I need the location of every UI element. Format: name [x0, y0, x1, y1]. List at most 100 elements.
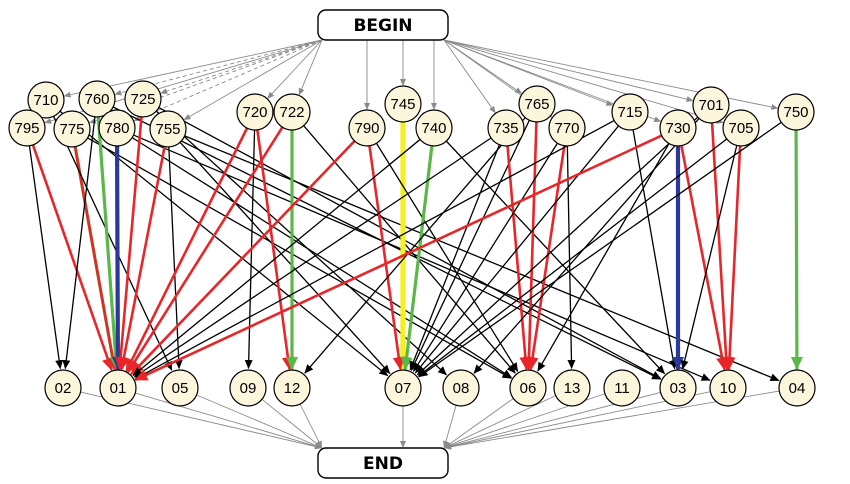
node-750: 750	[777, 93, 815, 131]
edge-705-10	[723, 144, 742, 371]
node-12: 12	[273, 369, 311, 407]
edge-740-01	[132, 138, 421, 376]
begin-label: BEGIN	[353, 16, 412, 36]
node-01: 01	[99, 369, 137, 407]
node-label-06: 06	[520, 380, 537, 397]
edge-705-07	[418, 138, 728, 377]
node-label-12: 12	[284, 380, 301, 397]
node-label-720: 720	[242, 104, 267, 121]
edge-775-01	[73, 145, 119, 371]
node-710: 710	[27, 81, 65, 119]
edge-755-07	[179, 141, 391, 374]
edge-720-01	[125, 126, 249, 372]
node-790: 790	[348, 109, 386, 147]
node-720: 720	[236, 93, 274, 131]
edge-730-10	[680, 144, 729, 371]
node-745: 745	[384, 85, 422, 123]
edge-795-01	[31, 143, 114, 372]
node-label-722: 722	[279, 104, 304, 121]
end-edge-12	[299, 403, 323, 448]
node-715: 715	[611, 93, 649, 131]
edge-750-04	[790, 128, 803, 371]
node-03: 03	[659, 369, 697, 407]
begin-edge-722	[298, 39, 323, 96]
begin-edge-701	[443, 39, 694, 103]
edge-722-06	[303, 125, 516, 374]
node-701: 701	[692, 86, 730, 124]
edge-701-10	[710, 121, 733, 371]
node-760: 760	[78, 80, 116, 118]
edge-715-03	[632, 129, 678, 370]
begin-node: BEGIN	[317, 9, 449, 41]
edge-715-07	[415, 125, 620, 374]
node-label-03: 03	[670, 380, 687, 397]
node-765: 765	[518, 85, 556, 123]
begin-edge-780	[133, 39, 323, 121]
node-07: 07	[384, 369, 422, 407]
node-775: 775	[53, 110, 91, 148]
edge-705-03	[680, 144, 738, 370]
edge-780-06	[131, 136, 512, 378]
end-edge-13	[443, 395, 556, 448]
edge-710-05	[52, 115, 173, 371]
node-722: 722	[273, 93, 311, 131]
edge-795-02	[28, 145, 64, 370]
edge-790-07	[368, 144, 405, 371]
end-edge-01	[135, 392, 323, 449]
node-label-760: 760	[84, 91, 109, 108]
edge-770-07	[413, 142, 559, 372]
edge-790-06	[375, 142, 519, 372]
node-label-770: 770	[554, 120, 579, 137]
node-725: 725	[124, 80, 162, 118]
edge-765-12	[304, 116, 526, 374]
edge-725-03	[158, 106, 662, 380]
edge-780-01	[111, 143, 124, 371]
node-06: 06	[509, 369, 547, 407]
begin-edge-705	[443, 39, 724, 124]
node-11: 11	[603, 369, 641, 407]
begin-edge-755	[183, 39, 323, 120]
node-label-745: 745	[390, 96, 415, 113]
node-label-01: 01	[110, 380, 127, 397]
node-label-790: 790	[354, 120, 379, 137]
end-edge-05	[196, 394, 323, 449]
node-label-11: 11	[614, 380, 630, 397]
node-label-780: 780	[104, 120, 129, 137]
node-735: 735	[487, 109, 525, 147]
node-label-730: 730	[665, 120, 690, 137]
node-label-701: 701	[698, 97, 723, 114]
edge-720-12	[256, 128, 294, 371]
edge-760-02	[62, 116, 96, 370]
edge-735-01	[133, 137, 492, 378]
node-02: 02	[44, 369, 82, 407]
node-label-710: 710	[33, 92, 58, 109]
node-label-775: 775	[59, 121, 84, 138]
node-label-09: 09	[240, 380, 257, 397]
node-label-10: 10	[720, 380, 737, 397]
edge-770-13	[566, 145, 576, 370]
node-730: 730	[659, 109, 697, 147]
node-label-02: 02	[55, 380, 72, 397]
end-edge-08	[443, 405, 457, 448]
edge-755-01	[117, 145, 166, 371]
node-label-750: 750	[783, 104, 808, 121]
node-795: 795	[8, 109, 46, 147]
edge-701-08	[473, 117, 700, 374]
dependency-edges	[28, 106, 803, 382]
node-label-08: 08	[453, 380, 470, 397]
edge-730-01	[134, 134, 663, 381]
node-label-795: 795	[14, 120, 39, 137]
end-edge-09	[261, 398, 322, 449]
node-13: 13	[553, 369, 591, 407]
edge-735-06	[506, 144, 532, 371]
node-08: 08	[442, 369, 480, 407]
edge-780-10	[132, 134, 711, 381]
edge-722-01	[127, 125, 284, 373]
edge-790-01	[130, 139, 356, 376]
node-05: 05	[161, 369, 199, 407]
node-755: 755	[149, 110, 187, 148]
node-label-765: 765	[524, 96, 549, 113]
begin-edge-735	[443, 39, 496, 114]
